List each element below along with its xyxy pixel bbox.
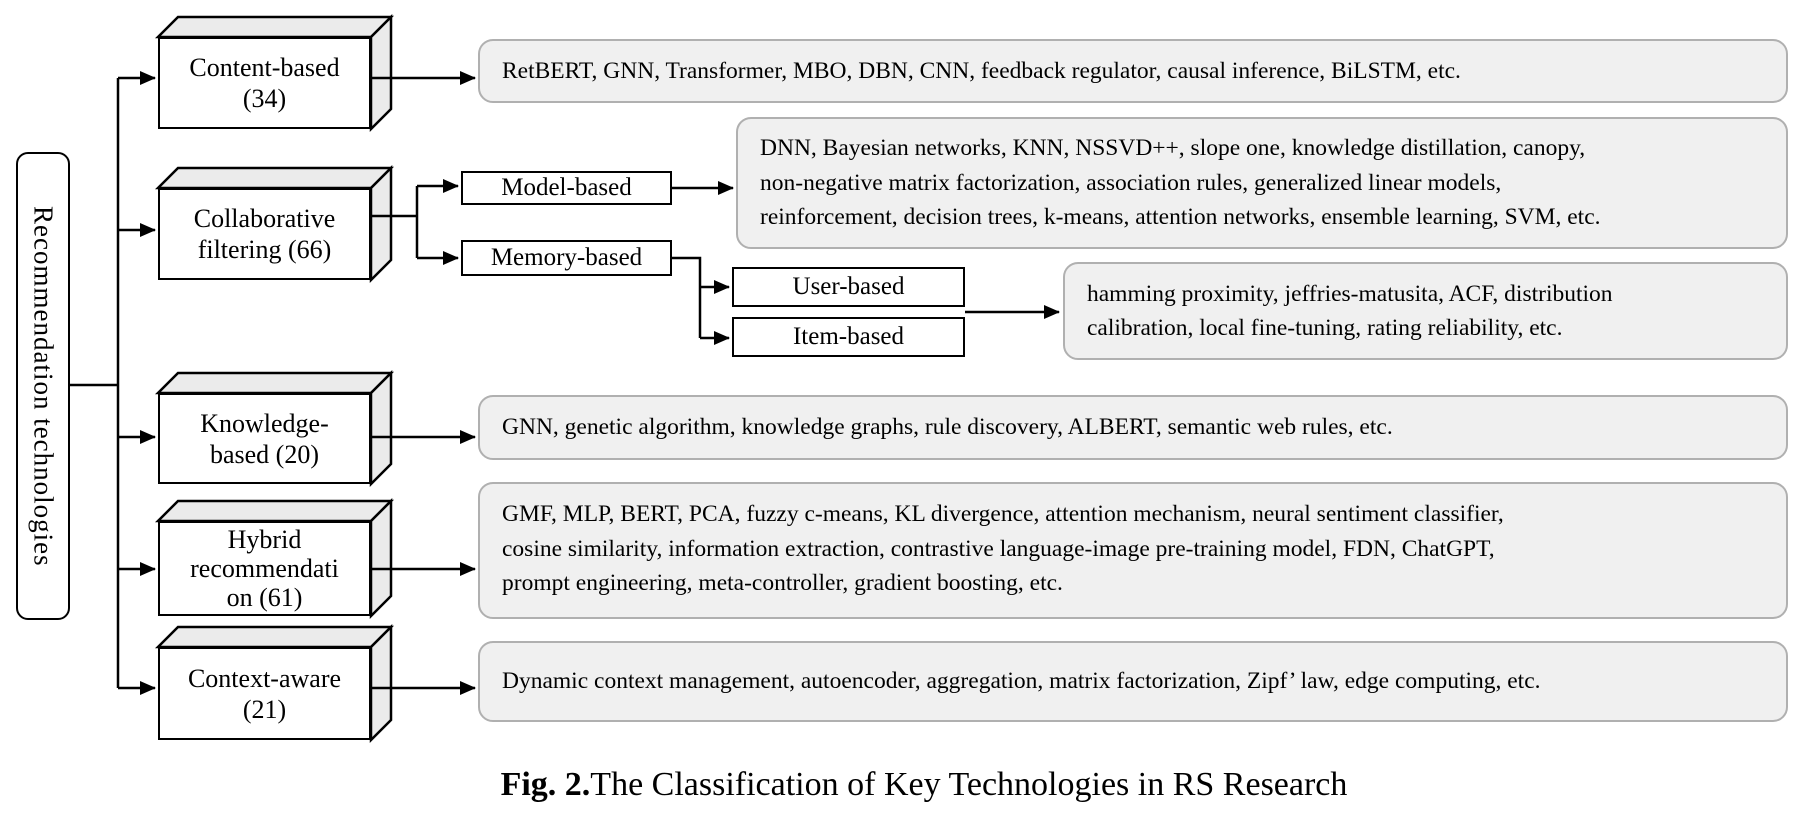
node-label-line: (34) — [242, 84, 287, 113]
tech-list-context-aware: Dynamic context management, autoencoder,… — [478, 641, 1788, 722]
tech-list-line: GNN, genetic algorithm, knowledge graphs… — [502, 414, 1393, 441]
figure-caption-text: The Classification of Key Technologies i… — [590, 766, 1348, 803]
tech-list-knowledge-based: GNN, genetic algorithm, knowledge graphs… — [478, 395, 1788, 460]
node-hybrid-recommendation: Hybrid recommendati on (61) — [158, 521, 371, 616]
node-label: User-based — [792, 273, 905, 300]
node-collaborative-filtering: Collaborative filtering (66) — [158, 188, 371, 280]
node-content-based: Content-based (34) — [158, 37, 371, 129]
node-label-line: Context-aware — [187, 663, 342, 693]
node-label-line: Knowledge- — [200, 408, 329, 438]
tech-list-line: GMF, MLP, BERT, PCA, fuzzy c-means, KL d… — [502, 501, 1504, 527]
figure-caption-number: Fig. 2. — [500, 766, 591, 803]
tech-list-content-based: RetBERT, GNN, Transformer, MBO, DBN, CNN… — [478, 39, 1788, 103]
node-knowledge-based: Knowledge- based (20) — [158, 393, 371, 484]
node-label-line: Collaborative — [193, 204, 336, 233]
node-model-based: Model-based — [461, 171, 672, 205]
node-context-aware: Context-aware (21) — [158, 647, 371, 740]
tech-list-line: RetBERT, GNN, Transformer, MBO, DBN, CNN… — [502, 57, 1461, 84]
root-node: Recommendation technologies — [16, 152, 70, 620]
figure-caption: Fig. 2.The Classification of Key Technol… — [0, 766, 1808, 804]
node-label: Model-based — [501, 174, 632, 201]
tech-list-line: calibration, local fine-tuning, rating r… — [1087, 315, 1563, 341]
node-user-based: User-based — [732, 267, 965, 307]
tech-list-line: cosine similarity, information extractio… — [502, 535, 1495, 562]
tech-list-line: hamming proximity, jeffries-matusita, AC… — [1087, 280, 1613, 307]
node-label-line: filtering (66) — [197, 235, 332, 264]
node-label-line: recommendati — [190, 554, 339, 583]
node-label-line: based (20) — [209, 439, 319, 469]
node-label-line: (21) — [242, 694, 287, 724]
node-label-line: Content-based — [189, 53, 340, 82]
tech-list-line: Dynamic context management, autoencoder,… — [502, 668, 1541, 695]
tech-list-line: non-negative matrix factorization, assoc… — [760, 169, 1502, 196]
node-label-line: on (61) — [226, 583, 303, 612]
box-3d-faces — [154, 13, 395, 744]
root-node-label: Recommendation technologies — [28, 205, 59, 567]
node-label: Item-based — [792, 323, 905, 350]
memory-branch-line — [672, 256, 702, 338]
tech-list-line: reinforcement, decision trees, k-means, … — [760, 204, 1601, 231]
tech-list-line: DNN, Bayesian networks, KNN, NSSVD++, sl… — [760, 135, 1586, 162]
tech-list-model-based: DNN, Bayesian networks, KNN, NSSVD++, sl… — [736, 117, 1788, 249]
tech-list-hybrid: GMF, MLP, BERT, PCA, fuzzy c-means, KL d… — [478, 482, 1788, 619]
tech-list-memory-based: hamming proximity, jeffries-matusita, AC… — [1063, 262, 1788, 360]
node-label: Memory-based — [490, 244, 643, 271]
tech-list-line: prompt engineering, meta-controller, gra… — [502, 570, 1063, 596]
node-item-based: Item-based — [732, 317, 965, 357]
node-label-line: Hybrid — [227, 525, 302, 554]
tree-connectors — [70, 71, 1060, 695]
node-memory-based: Memory-based — [461, 240, 672, 276]
